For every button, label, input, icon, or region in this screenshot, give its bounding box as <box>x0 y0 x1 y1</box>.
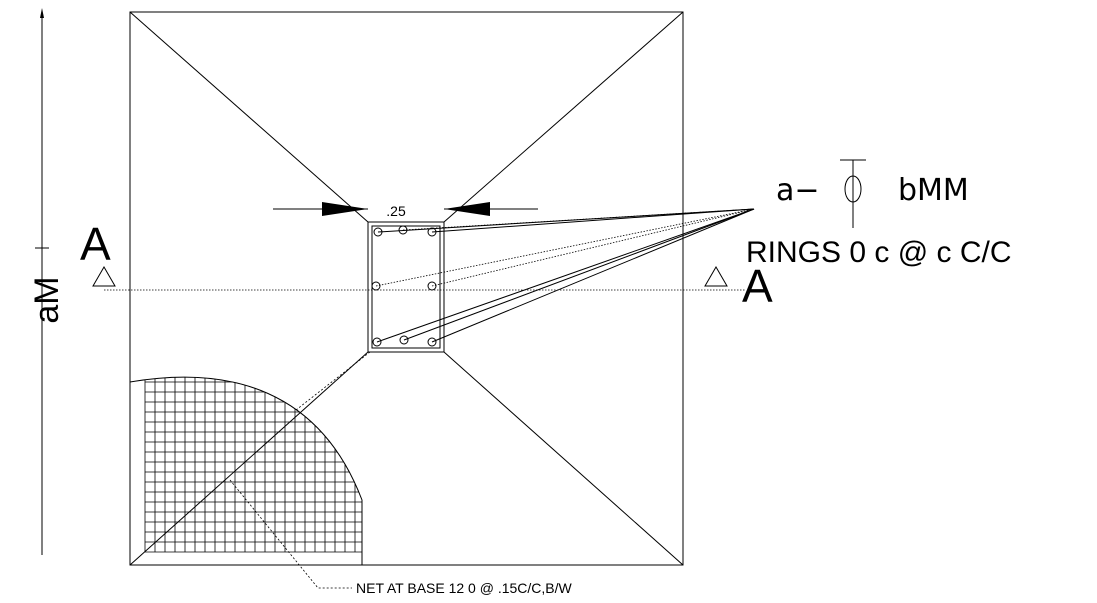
net-spec: NET AT BASE 12 0 @ .15C/C,B/W <box>356 580 573 596</box>
diameter-symbol <box>840 159 866 228</box>
footing-outline <box>129 11 684 566</box>
rings-spec: RINGS 0 c @ c C/C <box>746 236 1012 269</box>
bar-spec-size: bMM <box>898 173 969 208</box>
column-width-label: .25 <box>386 203 406 219</box>
height-dimension-label: aM <box>28 276 66 323</box>
section-label-left: A <box>80 218 111 270</box>
bar <box>372 337 382 347</box>
bar <box>371 281 381 291</box>
mesh-leaders <box>229 351 371 589</box>
base-mesh <box>129 376 363 565</box>
bar-spec-count: a− <box>776 173 820 208</box>
bar-spec: a− bMM RINGS 0 c @ c C/C <box>746 159 1012 269</box>
section-label-right: A <box>742 260 773 312</box>
height-dimension: aM <box>28 8 66 555</box>
section-line: A A <box>80 218 773 312</box>
column-bars <box>371 225 437 347</box>
column-width-dimension: .25 <box>273 202 538 219</box>
bar <box>399 335 409 345</box>
slope-lines <box>129 11 684 566</box>
bar-leaders <box>375 208 755 343</box>
bar <box>427 337 437 347</box>
section-marker-right <box>704 266 728 287</box>
section-marker-left <box>92 266 116 287</box>
